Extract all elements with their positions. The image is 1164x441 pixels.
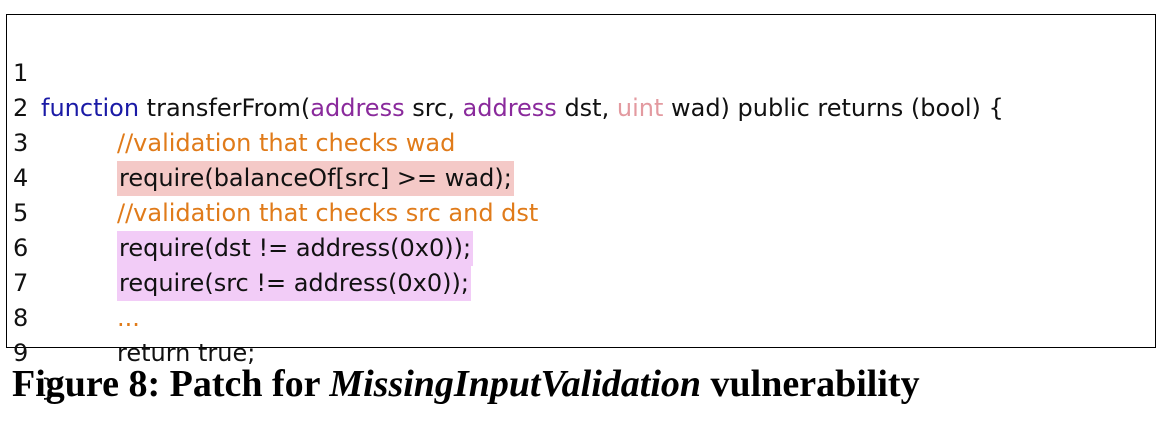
code-line-1: 1 function transferFrom(address src, add… (7, 21, 1004, 122)
line-number: 5 (13, 199, 29, 227)
code-line-6: 6 require(src != address(0x0)); (7, 196, 471, 301)
code-line-8: 8 return true; (7, 266, 255, 367)
param-dst: dst, (556, 94, 617, 122)
code-line-4: 4 //validation that checks src and dst (7, 126, 538, 227)
figure-caption: Figure 8: Patch for MissingInputValidati… (12, 362, 920, 406)
ellipsis: ... (117, 304, 140, 332)
line-number: 2 (13, 94, 29, 122)
code-listing: 1 function transferFrom(address src, add… (6, 14, 1156, 402)
line-number: 9 (13, 339, 29, 367)
line-content: function transferFrom(address src, addre… (41, 91, 1004, 126)
require-balance-check: require(balanceOf[src] >= wad); (117, 161, 514, 196)
line-number: 7 (13, 269, 29, 297)
comment-src-dst: //validation that checks src and dst (117, 199, 539, 227)
caption-prefix: Figure 8: Patch for (12, 363, 330, 405)
param-src: src, (404, 94, 463, 122)
return-statement: return true; (117, 339, 256, 367)
function-name: transferFrom( (139, 94, 311, 122)
line-number: 8 (13, 304, 29, 332)
code-line-7: 7 ... (7, 231, 140, 332)
param-wad-signature: wad) public returns (bool) { (663, 94, 1004, 122)
line-number: 1 (13, 59, 29, 87)
require-src-check: require(src != address(0x0)); (117, 266, 471, 301)
require-dst-check: require(dst != address(0x0)); (117, 231, 474, 266)
code-line-3: 3 require(balanceOf[src] >= wad); (7, 91, 514, 196)
type-address-src: address (310, 94, 405, 122)
caption-emphasis: MissingInputValidation (329, 363, 702, 405)
line-number: 4 (13, 164, 29, 192)
code-line-9: 9 } (7, 301, 56, 402)
line-number: 6 (13, 234, 29, 262)
code-line-2: 2 //validation that checks wad (7, 56, 455, 157)
comment-wad: //validation that checks wad (117, 129, 456, 157)
caption-suffix: vulnerability (701, 363, 920, 405)
code-line-5: 5 require(dst != address(0x0)); (7, 161, 474, 266)
type-address-dst: address (462, 94, 557, 122)
line-number: 3 (13, 129, 29, 157)
closing-brace: } (41, 374, 57, 402)
keyword-function: function (41, 94, 140, 122)
type-uint: uint (616, 94, 664, 122)
